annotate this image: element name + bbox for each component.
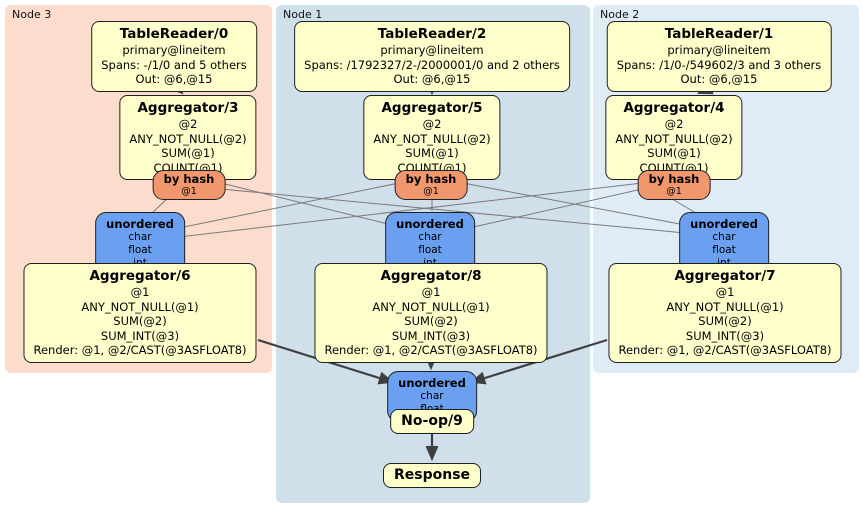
processor-tablereader-2: TableReader/2 primary@lineitem Spans: /1… xyxy=(294,21,570,92)
router-title: by hash xyxy=(405,172,457,186)
response-node: Response xyxy=(382,463,482,488)
router-by-hash-node2: by hash @1 xyxy=(637,170,711,200)
processor-detail: Spans: /1792327/2-/2000001/0 and 2 other… xyxy=(304,57,560,72)
processor-title: Aggregator/7 xyxy=(674,268,776,284)
processor-detail: @1 xyxy=(715,285,735,299)
router-title: by hash xyxy=(163,172,215,186)
processor-aggregator-5: Aggregator/5 @2 ANY_NOT_NULL(@2) SUM(@1)… xyxy=(363,95,501,180)
processor-detail: Render: @1, @2/CAST(@3ASFLOAT8) xyxy=(324,343,538,357)
processor-title: Aggregator/5 xyxy=(381,100,483,116)
processor-detail: ANY_NOT_NULL(@2) xyxy=(615,131,733,146)
stream-detail: char xyxy=(128,231,152,243)
edge-line xyxy=(220,188,686,234)
processor-aggregator-6: Aggregator/6 @1 ANY_NOT_NULL(@1) SUM(@2)… xyxy=(23,263,257,363)
processor-title: Aggregator/3 xyxy=(137,100,239,116)
processor-detail: Render: @1, @2/CAST(@3ASFLOAT8) xyxy=(618,343,832,357)
processor-aggregator-4: Aggregator/4 @2 ANY_NOT_NULL(@2) SUM(@1)… xyxy=(605,95,743,180)
processor-detail: SUM_INT(@3) xyxy=(685,328,765,343)
processor-detail: primary@lineitem xyxy=(380,43,484,57)
stream-detail: char xyxy=(420,390,444,402)
stream-title: unordered xyxy=(690,217,758,231)
processor-detail: SUM_INT(@3) xyxy=(391,328,471,343)
processor-title: No-op/9 xyxy=(401,413,463,429)
processor-detail: SUM_INT(@3) xyxy=(100,328,180,343)
stream-detail: float xyxy=(128,244,152,256)
processor-detail: ANY_NOT_NULL(@2) xyxy=(129,131,247,146)
panel-label: Node 1 xyxy=(283,8,323,21)
processor-title: TableReader/1 xyxy=(664,26,774,42)
processor-detail: @2 xyxy=(178,117,198,131)
router-detail: @1 xyxy=(423,186,439,197)
processor-detail: Out: @6,@15 xyxy=(393,72,471,86)
processor-tablereader-1: TableReader/1 primary@lineitem Spans: /1… xyxy=(606,21,832,92)
edge-line xyxy=(178,182,400,229)
stream-title: unordered xyxy=(396,217,464,231)
processor-noop-9: No-op/9 xyxy=(390,409,474,434)
processor-detail: Render: @1, @2/CAST(@3ASFLOAT8) xyxy=(33,343,247,357)
processor-detail: Out: @6,@15 xyxy=(135,72,213,86)
processor-detail: Spans: /1/0-/549602/3 and 3 others xyxy=(616,57,822,72)
processor-detail: SUM(@2) xyxy=(404,314,458,328)
processor-detail: @2 xyxy=(664,117,684,131)
router-detail: @1 xyxy=(181,186,197,197)
processor-aggregator-7: Aggregator/7 @1 ANY_NOT_NULL(@1) SUM(@2)… xyxy=(608,263,842,363)
processor-detail: ANY_NOT_NULL(@1) xyxy=(81,299,199,314)
processor-detail: SUM(@2) xyxy=(113,314,167,328)
hash-stream-edges xyxy=(151,182,697,238)
stream-detail: char xyxy=(712,231,736,243)
processor-detail: primary@lineitem xyxy=(667,43,771,57)
stream-detail: float xyxy=(418,244,442,256)
panel-label: Node 3 xyxy=(12,8,52,21)
processor-detail: ANY_NOT_NULL(@1) xyxy=(372,299,490,314)
processor-title: Response xyxy=(393,467,471,483)
router-detail: @1 xyxy=(666,186,682,197)
processor-detail: ANY_NOT_NULL(@2) xyxy=(373,131,491,146)
router-title: by hash xyxy=(648,172,700,186)
edge-line xyxy=(178,182,643,238)
processor-detail: Out: @6,@15 xyxy=(680,72,758,86)
processor-tablereader-0: TableReader/0 primary@lineitem Spans: -/… xyxy=(91,21,257,92)
processor-detail: ANY_NOT_NULL(@1) xyxy=(666,299,784,314)
panel-label: Node 2 xyxy=(600,8,640,21)
processor-title: Aggregator/8 xyxy=(380,268,482,284)
processor-title: TableReader/0 xyxy=(119,26,229,42)
processor-detail: SUM(@2) xyxy=(698,314,752,328)
processor-detail: @1 xyxy=(421,285,441,299)
processor-detail: SUM(@1) xyxy=(647,146,701,160)
stream-detail: float xyxy=(712,244,736,256)
processor-aggregator-8: Aggregator/8 @1 ANY_NOT_NULL(@1) SUM(@2)… xyxy=(314,263,548,363)
stream-title: unordered xyxy=(398,376,466,390)
router-by-hash-node1: by hash @1 xyxy=(394,170,468,200)
processor-detail: SUM(@1) xyxy=(161,146,215,160)
stream-title: unordered xyxy=(106,217,174,231)
edge-line xyxy=(468,188,643,229)
processor-detail: @2 xyxy=(422,117,442,131)
stream-detail: char xyxy=(418,231,442,243)
processor-aggregator-3: Aggregator/3 @2 ANY_NOT_NULL(@2) SUM(@1)… xyxy=(119,95,257,180)
processor-title: Aggregator/4 xyxy=(623,100,725,116)
router-by-hash-node3: by hash @1 xyxy=(152,170,226,200)
edge-line xyxy=(220,182,393,226)
processor-detail: primary@lineitem xyxy=(122,43,226,57)
processor-detail: Spans: -/1/0 and 5 others xyxy=(101,57,247,72)
processor-title: Aggregator/6 xyxy=(89,268,191,284)
processor-title: TableReader/2 xyxy=(377,26,487,42)
processor-detail: @1 xyxy=(130,285,150,299)
processor-detail: SUM(@1) xyxy=(405,146,459,160)
